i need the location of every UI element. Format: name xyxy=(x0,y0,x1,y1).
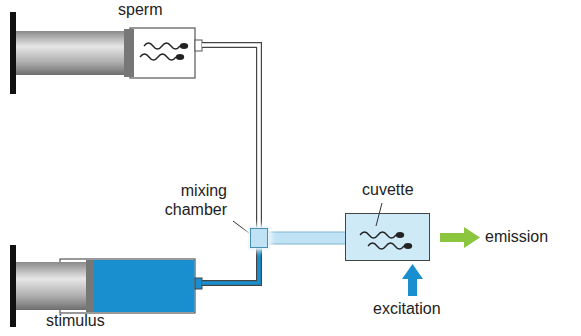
plunger-head xyxy=(86,260,94,312)
tube-lumen xyxy=(202,248,259,283)
tube-connector xyxy=(202,45,259,228)
node-label: cuvette xyxy=(362,181,414,199)
cuvette-contents xyxy=(346,214,429,260)
stimulus-syringe: stimulus xyxy=(10,260,202,312)
tube-lumen xyxy=(268,233,345,244)
leader-line xyxy=(233,221,249,233)
excitation-label: excitation xyxy=(373,300,441,318)
tube-connector xyxy=(202,248,259,283)
excitation-arrow xyxy=(402,264,423,296)
sperm-cell xyxy=(144,43,188,49)
plunger-head xyxy=(124,29,134,77)
node-label: mixing chamber xyxy=(152,182,227,219)
syringe-barrel xyxy=(130,28,195,78)
emission-label: emission xyxy=(485,228,548,246)
plunger-rod xyxy=(16,31,134,75)
tube-lumen xyxy=(202,45,259,228)
sperm-cell xyxy=(360,232,404,238)
tube-wall xyxy=(268,232,345,245)
node-label: sperm xyxy=(118,1,162,19)
syringe-tip xyxy=(195,40,202,51)
stimulus-liquid xyxy=(94,260,195,312)
tube-wall xyxy=(202,45,259,228)
sperm-cell xyxy=(368,243,412,249)
tube-wall xyxy=(202,248,259,283)
sperm-syringe: sperm xyxy=(10,27,202,79)
cuvette: cuvette xyxy=(345,213,430,261)
mixing-chamber: mixing chamber xyxy=(250,228,268,248)
tube-connector xyxy=(268,238,345,239)
sperm-cell xyxy=(140,54,184,60)
leader-line xyxy=(376,203,382,226)
syringe-tip xyxy=(195,278,202,289)
plunger-plate xyxy=(10,12,16,94)
plunger-rod xyxy=(16,262,92,310)
node-label: stimulus xyxy=(46,312,105,330)
plunger-plate xyxy=(10,245,16,327)
emission-arrow xyxy=(440,227,480,248)
